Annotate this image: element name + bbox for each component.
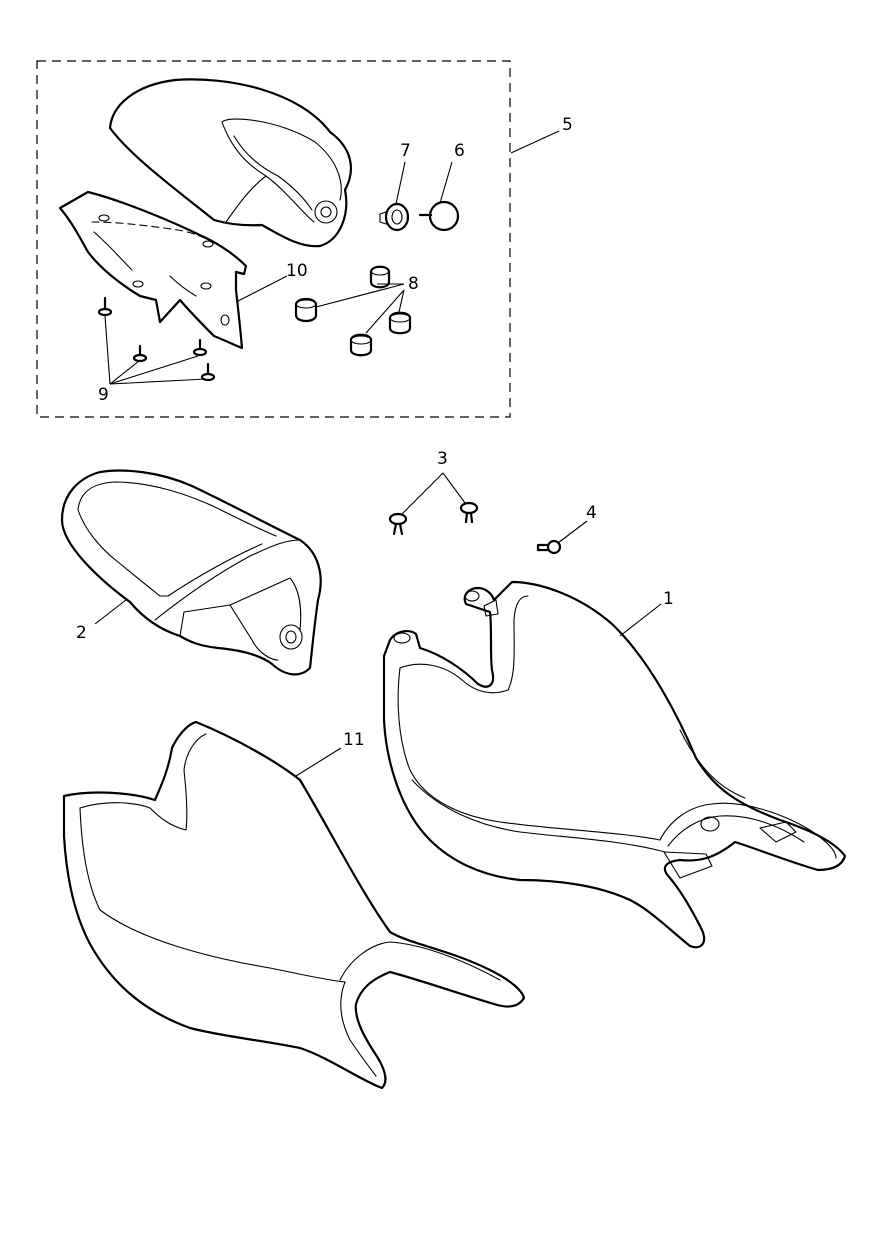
grommet-part — [379, 202, 410, 232]
small-screw-parts — [97, 296, 216, 382]
rider-seat-part — [382, 580, 847, 949]
callout-9: 9 — [98, 385, 109, 405]
callout-10: 10 — [286, 261, 308, 281]
seat-cowl-kit-outline — [36, 60, 511, 418]
bolt-part — [536, 539, 562, 555]
alternate-seat-part — [62, 720, 526, 1090]
leader-lines — [94, 130, 662, 777]
passenger-seat-part — [60, 469, 322, 676]
callout-6: 6 — [454, 141, 465, 161]
callout-2: 2 — [76, 623, 87, 643]
callout-8: 8 — [408, 274, 419, 294]
callout-3: 3 — [437, 449, 448, 469]
cap-part — [418, 200, 460, 232]
seat-screw-parts — [388, 501, 479, 536]
callout-1: 1 — [663, 589, 674, 609]
callout-labels: 5 6 7 8 10 9 3 4 1 2 11 — [76, 115, 674, 750]
mounting-plate-part — [58, 190, 248, 350]
callout-7: 7 — [400, 141, 411, 161]
rubber-buffer-parts — [294, 265, 412, 357]
callout-5: 5 — [562, 115, 573, 135]
callout-11: 11 — [343, 730, 365, 750]
seat-cowl-part — [108, 78, 352, 248]
callout-4: 4 — [586, 503, 597, 523]
